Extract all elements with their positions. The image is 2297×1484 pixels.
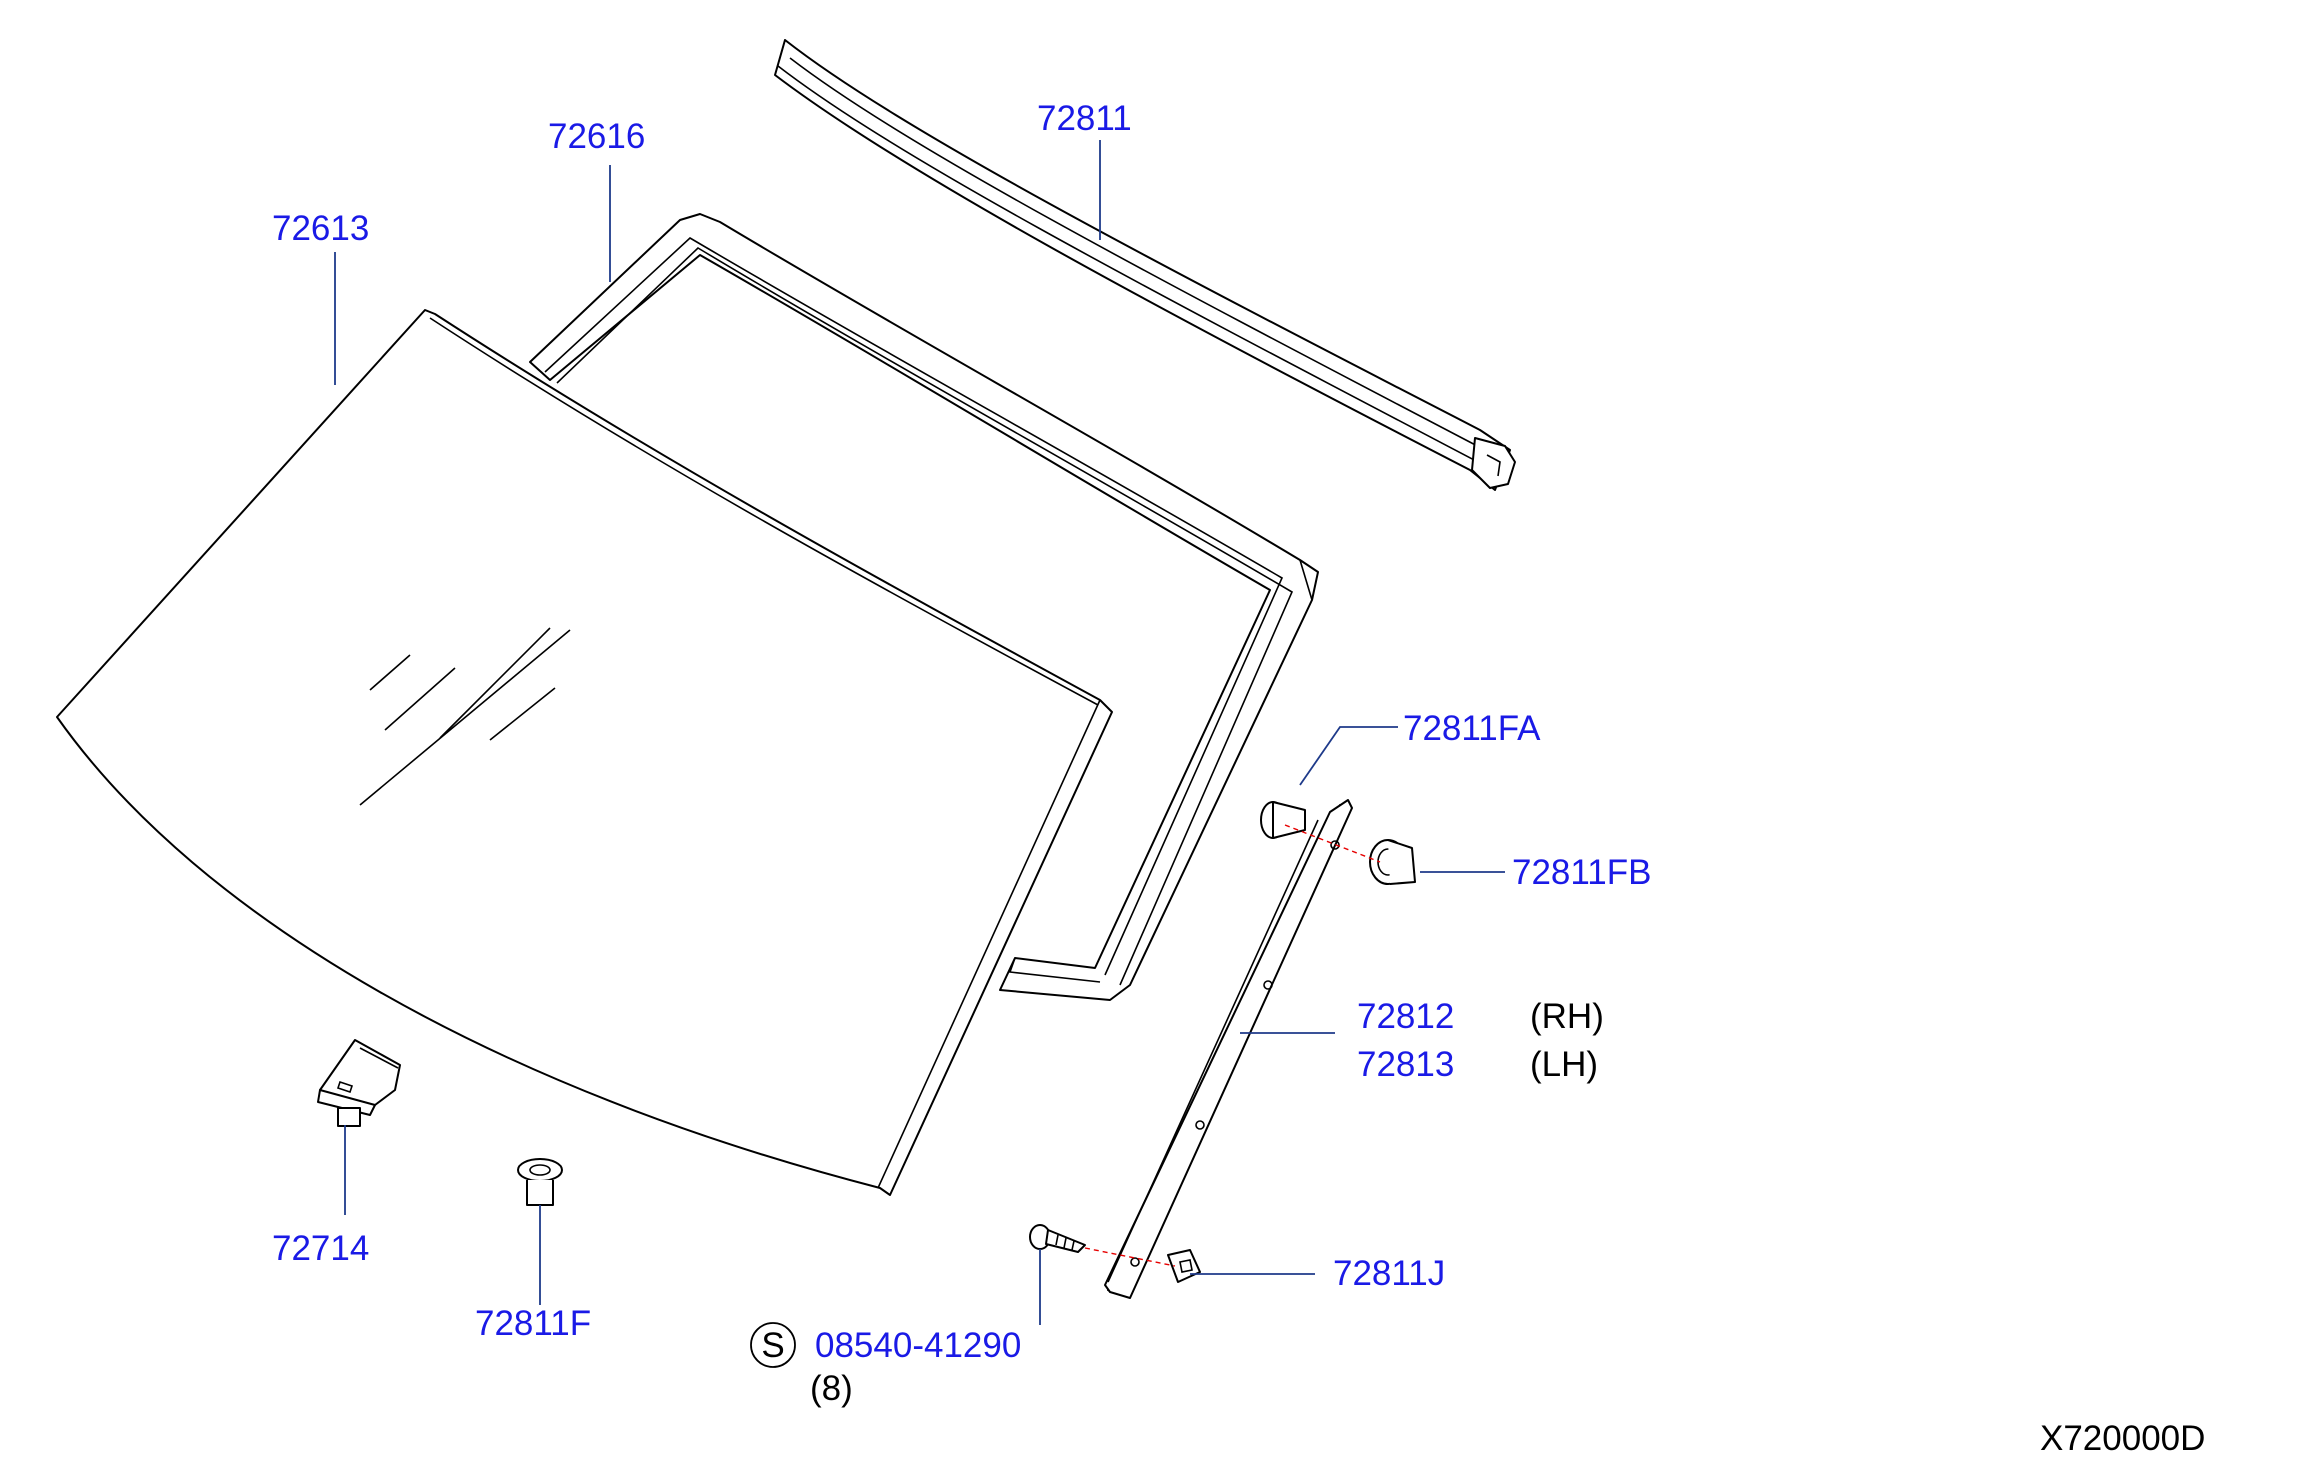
label-72613[interactable]: 72613 xyxy=(272,209,369,248)
spacer-72811f-icon[interactable] xyxy=(517,1158,563,1206)
screw-callout[interactable]: S 08540-41290 (8) xyxy=(750,1322,1021,1408)
label-lh: (LH) xyxy=(1530,1045,1598,1084)
label-72811[interactable]: 72811 xyxy=(1037,99,1132,138)
label-08540-41290[interactable]: 08540-41290 xyxy=(815,1326,1021,1365)
standard-part-symbol: S xyxy=(761,1326,784,1365)
grommet-72811fb-icon[interactable] xyxy=(1369,839,1416,885)
label-72812[interactable]: 72812 xyxy=(1357,997,1454,1036)
centerline-screw-clip xyxy=(1084,1247,1176,1267)
label-72714[interactable]: 72714 xyxy=(272,1229,369,1268)
label-72811fa[interactable]: 72811FA xyxy=(1403,709,1541,748)
screw-quantity: (8) xyxy=(810,1369,853,1408)
diagram-code: X720000D xyxy=(2040,1419,2205,1458)
clip-72811j-icon[interactable] xyxy=(1167,1249,1201,1283)
label-72811j[interactable]: 72811J xyxy=(1333,1254,1445,1293)
screw-icon[interactable] xyxy=(1029,1224,1086,1253)
dam-rubber[interactable] xyxy=(529,213,1319,1001)
centerline-fa-fb xyxy=(1284,824,1381,863)
upper-molding[interactable] xyxy=(774,39,1516,491)
label-72813[interactable]: 72813 xyxy=(1357,1045,1454,1084)
bracket-72714-icon[interactable] xyxy=(317,1039,401,1127)
standard-part-symbol-icon xyxy=(750,1322,796,1368)
leader-lines xyxy=(334,140,1505,1325)
label-rh: (RH) xyxy=(1530,997,1604,1036)
label-72811fb[interactable]: 72811FB xyxy=(1512,853,1651,892)
side-molding[interactable] xyxy=(1104,799,1353,1299)
windshield-glass[interactable] xyxy=(56,309,1113,1196)
label-72616[interactable]: 72616 xyxy=(548,117,645,156)
label-72811f[interactable]: 72811F xyxy=(475,1304,591,1343)
clip-72811fa-icon[interactable] xyxy=(1260,801,1306,839)
